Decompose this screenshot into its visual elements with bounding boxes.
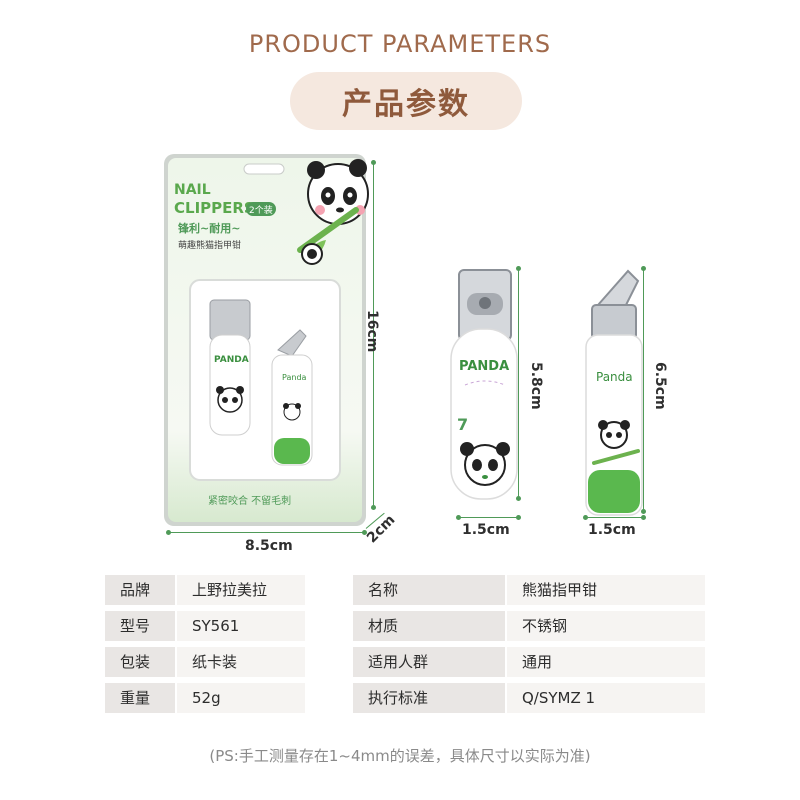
spec-key: 型号 (105, 611, 175, 641)
big-height-label: 5.8cm (528, 362, 544, 410)
small-height-line (643, 268, 644, 511)
spec-value: 纸卡装 (177, 647, 305, 677)
small-width-label: 1.5cm (588, 522, 636, 538)
spec-value: Q/SYMZ 1 (507, 683, 705, 713)
spec-key: 重量 (105, 683, 175, 713)
dot (641, 509, 646, 514)
spec-value: 52g (177, 683, 305, 713)
title-pill: 产品参数 (290, 72, 522, 130)
spec-row: 品牌 上野拉美拉 名称 熊猫指甲钳 (105, 575, 705, 605)
pkg-width-line (168, 532, 364, 533)
small-clipper-image: Panda (585, 269, 643, 516)
big-height-line (518, 268, 519, 498)
spec-key: 材质 (353, 611, 505, 641)
dot (371, 505, 376, 510)
pkg-slogan: 锋利~耐用~ (178, 221, 240, 235)
dot (516, 515, 521, 520)
spec-value: 熊猫指甲钳 (507, 575, 705, 605)
number-seven: 7 (457, 415, 468, 434)
pkg-big-clipper-text: PANDA (214, 355, 249, 365)
title-chinese: 产品参数 (342, 87, 470, 122)
dot (641, 515, 646, 520)
dot (362, 530, 367, 535)
pkg-badge: 2个装 (249, 204, 273, 216)
measurement-note: (PS:手工测量存在1~4mm的误差，具体尺寸以实际为准) (209, 747, 591, 765)
spec-key: 执行标准 (353, 683, 505, 713)
spec-row: 重量 52g 执行标准 Q/SYMZ 1 (105, 683, 705, 713)
pkg-bottom-text: 紧密咬合 不留毛刺 (208, 494, 291, 507)
spec-value: SY561 (177, 611, 305, 641)
pkg-brand-clippers: CLIPPERS (174, 199, 255, 217)
pkg-width-label: 8.5cm (245, 538, 293, 554)
title-english: PRODUCT PARAMETERS (248, 30, 552, 58)
big-width-label: 1.5cm (462, 522, 510, 538)
spec-value: 上野拉美拉 (177, 575, 305, 605)
spec-row: 包装 纸卡装 适用人群 通用 (105, 647, 705, 677)
pkg-height-label: 16cm (364, 310, 380, 353)
pkg-small-clipper-text: Panda (282, 373, 307, 382)
dot (516, 496, 521, 501)
dot (371, 160, 376, 165)
dot (166, 530, 171, 535)
spec-value: 通用 (507, 647, 705, 677)
dot (456, 515, 461, 520)
dot (516, 266, 521, 271)
pkg-brand-nail: NAIL (174, 182, 211, 198)
spec-key: 适用人群 (353, 647, 505, 677)
small-clipper-text: Panda (596, 370, 633, 384)
dot (641, 266, 646, 271)
spec-value: 不锈钢 (507, 611, 705, 641)
small-width-line (585, 517, 643, 518)
big-width-line (458, 517, 518, 518)
big-clipper-text: PANDA (459, 359, 509, 374)
spec-key: 名称 (353, 575, 505, 605)
package-image: NAIL CLIPPERS 2个装 锋利~耐用~ 萌趣熊猫指甲钳 PANDA P… (164, 154, 369, 526)
dot (583, 515, 588, 520)
pkg-subtitle: 萌趣熊猫指甲钳 (178, 239, 241, 251)
small-height-label: 6.5cm (652, 362, 668, 410)
spec-row: 型号 SY561 材质 不锈钢 (105, 611, 705, 641)
spec-key: 品牌 (105, 575, 175, 605)
big-clipper-image: PANDA 7 (450, 269, 518, 500)
product-stage: NAIL CLIPPERS 2个装 锋利~耐用~ 萌趣熊猫指甲钳 PANDA P… (0, 140, 800, 570)
spec-key: 包装 (105, 647, 175, 677)
pkg-height-line (373, 162, 374, 507)
